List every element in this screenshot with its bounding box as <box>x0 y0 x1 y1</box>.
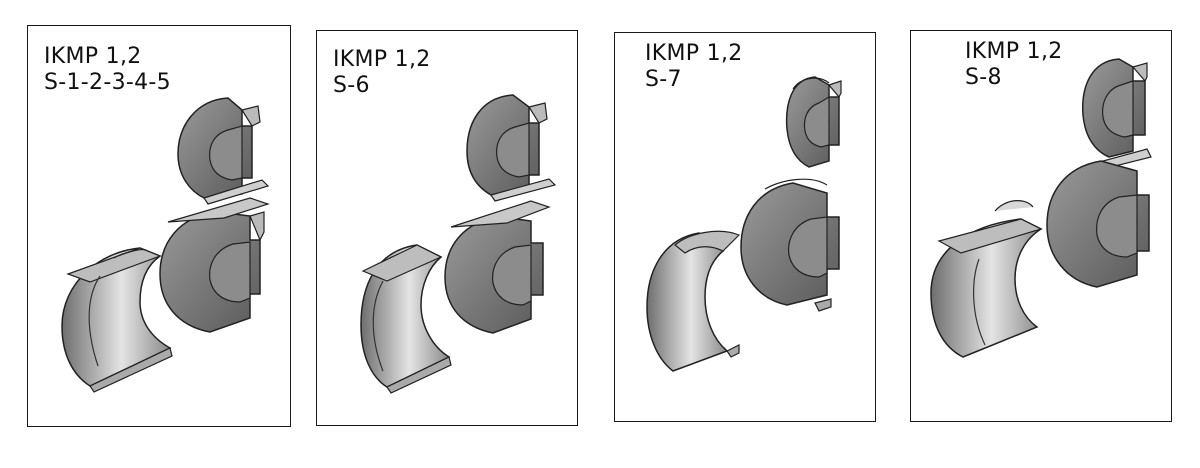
panel-subtitle: S-1-2-3-4-5 <box>44 70 171 95</box>
upper-flanged-half <box>177 97 270 205</box>
thin-shell <box>930 200 1043 358</box>
panel-title: IKMP 1,2 <box>333 47 431 72</box>
bearing-shells-drawing <box>360 94 557 394</box>
lower-flanged-half <box>740 178 840 312</box>
panel-label: IKMP 1,2 S-8 <box>965 39 1063 91</box>
panel-s8: IKMP 1,2 S-8 <box>910 30 1172 422</box>
thin-shell <box>646 230 741 372</box>
panel-subtitle: S-6 <box>333 73 370 98</box>
panel-label: IKMP 1,2 S-1-2-3-4-5 <box>44 44 171 96</box>
upper-flanged-half <box>785 76 842 168</box>
lower-flanged-half <box>159 197 270 333</box>
lower-flanged-half <box>444 200 551 334</box>
lower-flanged-half <box>1046 160 1150 288</box>
panel-subtitle: S-8 <box>965 65 1002 90</box>
thin-shell <box>360 244 452 394</box>
upper-flanged-half <box>1079 58 1152 174</box>
bearing-shells-drawing <box>930 58 1152 358</box>
panel-subtitle: S-7 <box>645 67 682 92</box>
panel-s7: IKMP 1,2 S-7 <box>614 32 876 422</box>
panel-title: IKMP 1,2 <box>645 41 743 66</box>
panel-title: IKMP 1,2 <box>44 44 142 69</box>
panel-label: IKMP 1,2 S-7 <box>645 41 743 93</box>
panel-s6: IKMP 1,2 S-6 <box>316 30 578 426</box>
bearing-shells-drawing <box>646 76 842 372</box>
panel-s12345: IKMP 1,2 S-1-2-3-4-5 <box>27 25 291 427</box>
bearing-shells-drawing <box>61 97 270 393</box>
thin-shell <box>61 247 173 393</box>
upper-flanged-half <box>466 94 557 202</box>
panel-title: IKMP 1,2 <box>965 39 1063 64</box>
panel-label: IKMP 1,2 S-6 <box>333 47 431 99</box>
